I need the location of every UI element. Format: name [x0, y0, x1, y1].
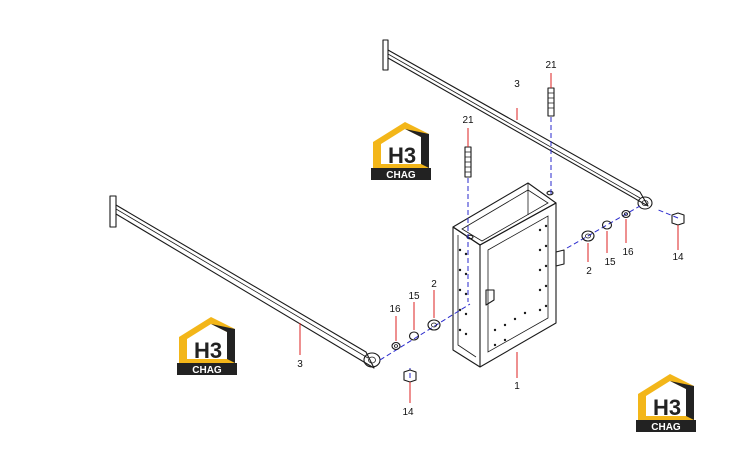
label-15-left: 15 [408, 291, 420, 302]
logo-caption: CHAG [192, 365, 222, 376]
logo-letters: H3 [388, 143, 416, 168]
pin-right [547, 87, 555, 117]
label-14-left: 14 [402, 407, 414, 418]
label-21-left: 21 [462, 115, 474, 126]
hardware-right [581, 209, 685, 242]
label-16-left: 16 [389, 304, 401, 315]
label-15-right: 15 [604, 257, 616, 268]
label-2-right: 2 [586, 266, 592, 277]
bar-right [382, 39, 653, 210]
label-1: 1 [514, 381, 520, 392]
logo-watermark-bottom-right: H3 CHAG [636, 374, 696, 433]
label-3-left: 3 [297, 359, 303, 370]
callout-labels: 3 21 21 3 1 2 15 16 14 2 15 16 14 [297, 60, 684, 418]
hardware-left [391, 319, 441, 383]
label-14-right: 14 [672, 252, 684, 263]
label-16-right: 16 [622, 247, 634, 258]
logo-watermark-left: H3 CHAG [177, 317, 237, 376]
logo-letters: H3 [653, 395, 681, 420]
label-21-right: 21 [545, 60, 557, 71]
pin-left [464, 146, 472, 178]
bar-left [109, 195, 381, 369]
logo-caption: CHAG [651, 422, 681, 433]
logo-watermark-top: H3 CHAG [371, 122, 431, 181]
logo-letters: H3 [194, 338, 222, 363]
label-2-left: 2 [431, 279, 437, 290]
logo-caption: CHAG [386, 170, 416, 181]
leader-lines [299, 73, 679, 403]
frame-box [452, 182, 565, 368]
label-3-right: 3 [514, 79, 520, 90]
